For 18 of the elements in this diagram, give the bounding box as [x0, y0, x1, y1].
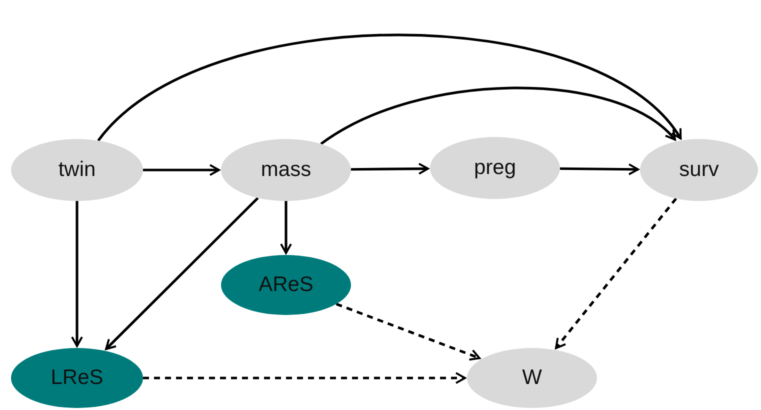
node-label: surv: [679, 158, 719, 182]
arrow: [143, 372, 466, 384]
arrow: [71, 201, 83, 347]
node-label: W: [522, 366, 542, 390]
arrow: [97, 34, 682, 142]
node-label: twin: [58, 158, 96, 182]
arrow: [105, 197, 259, 350]
arrow: [350, 162, 430, 175]
node-label: preg: [474, 156, 516, 180]
node-label: AReS: [258, 273, 314, 297]
node-label: LReS: [50, 366, 104, 390]
arrow: [560, 163, 639, 176]
arrow: [280, 201, 292, 254]
arrow: [336, 302, 480, 361]
arrow: [320, 86, 676, 145]
arrow: [554, 198, 678, 350]
arrow: [143, 164, 220, 176]
node-label: mass: [260, 158, 312, 182]
